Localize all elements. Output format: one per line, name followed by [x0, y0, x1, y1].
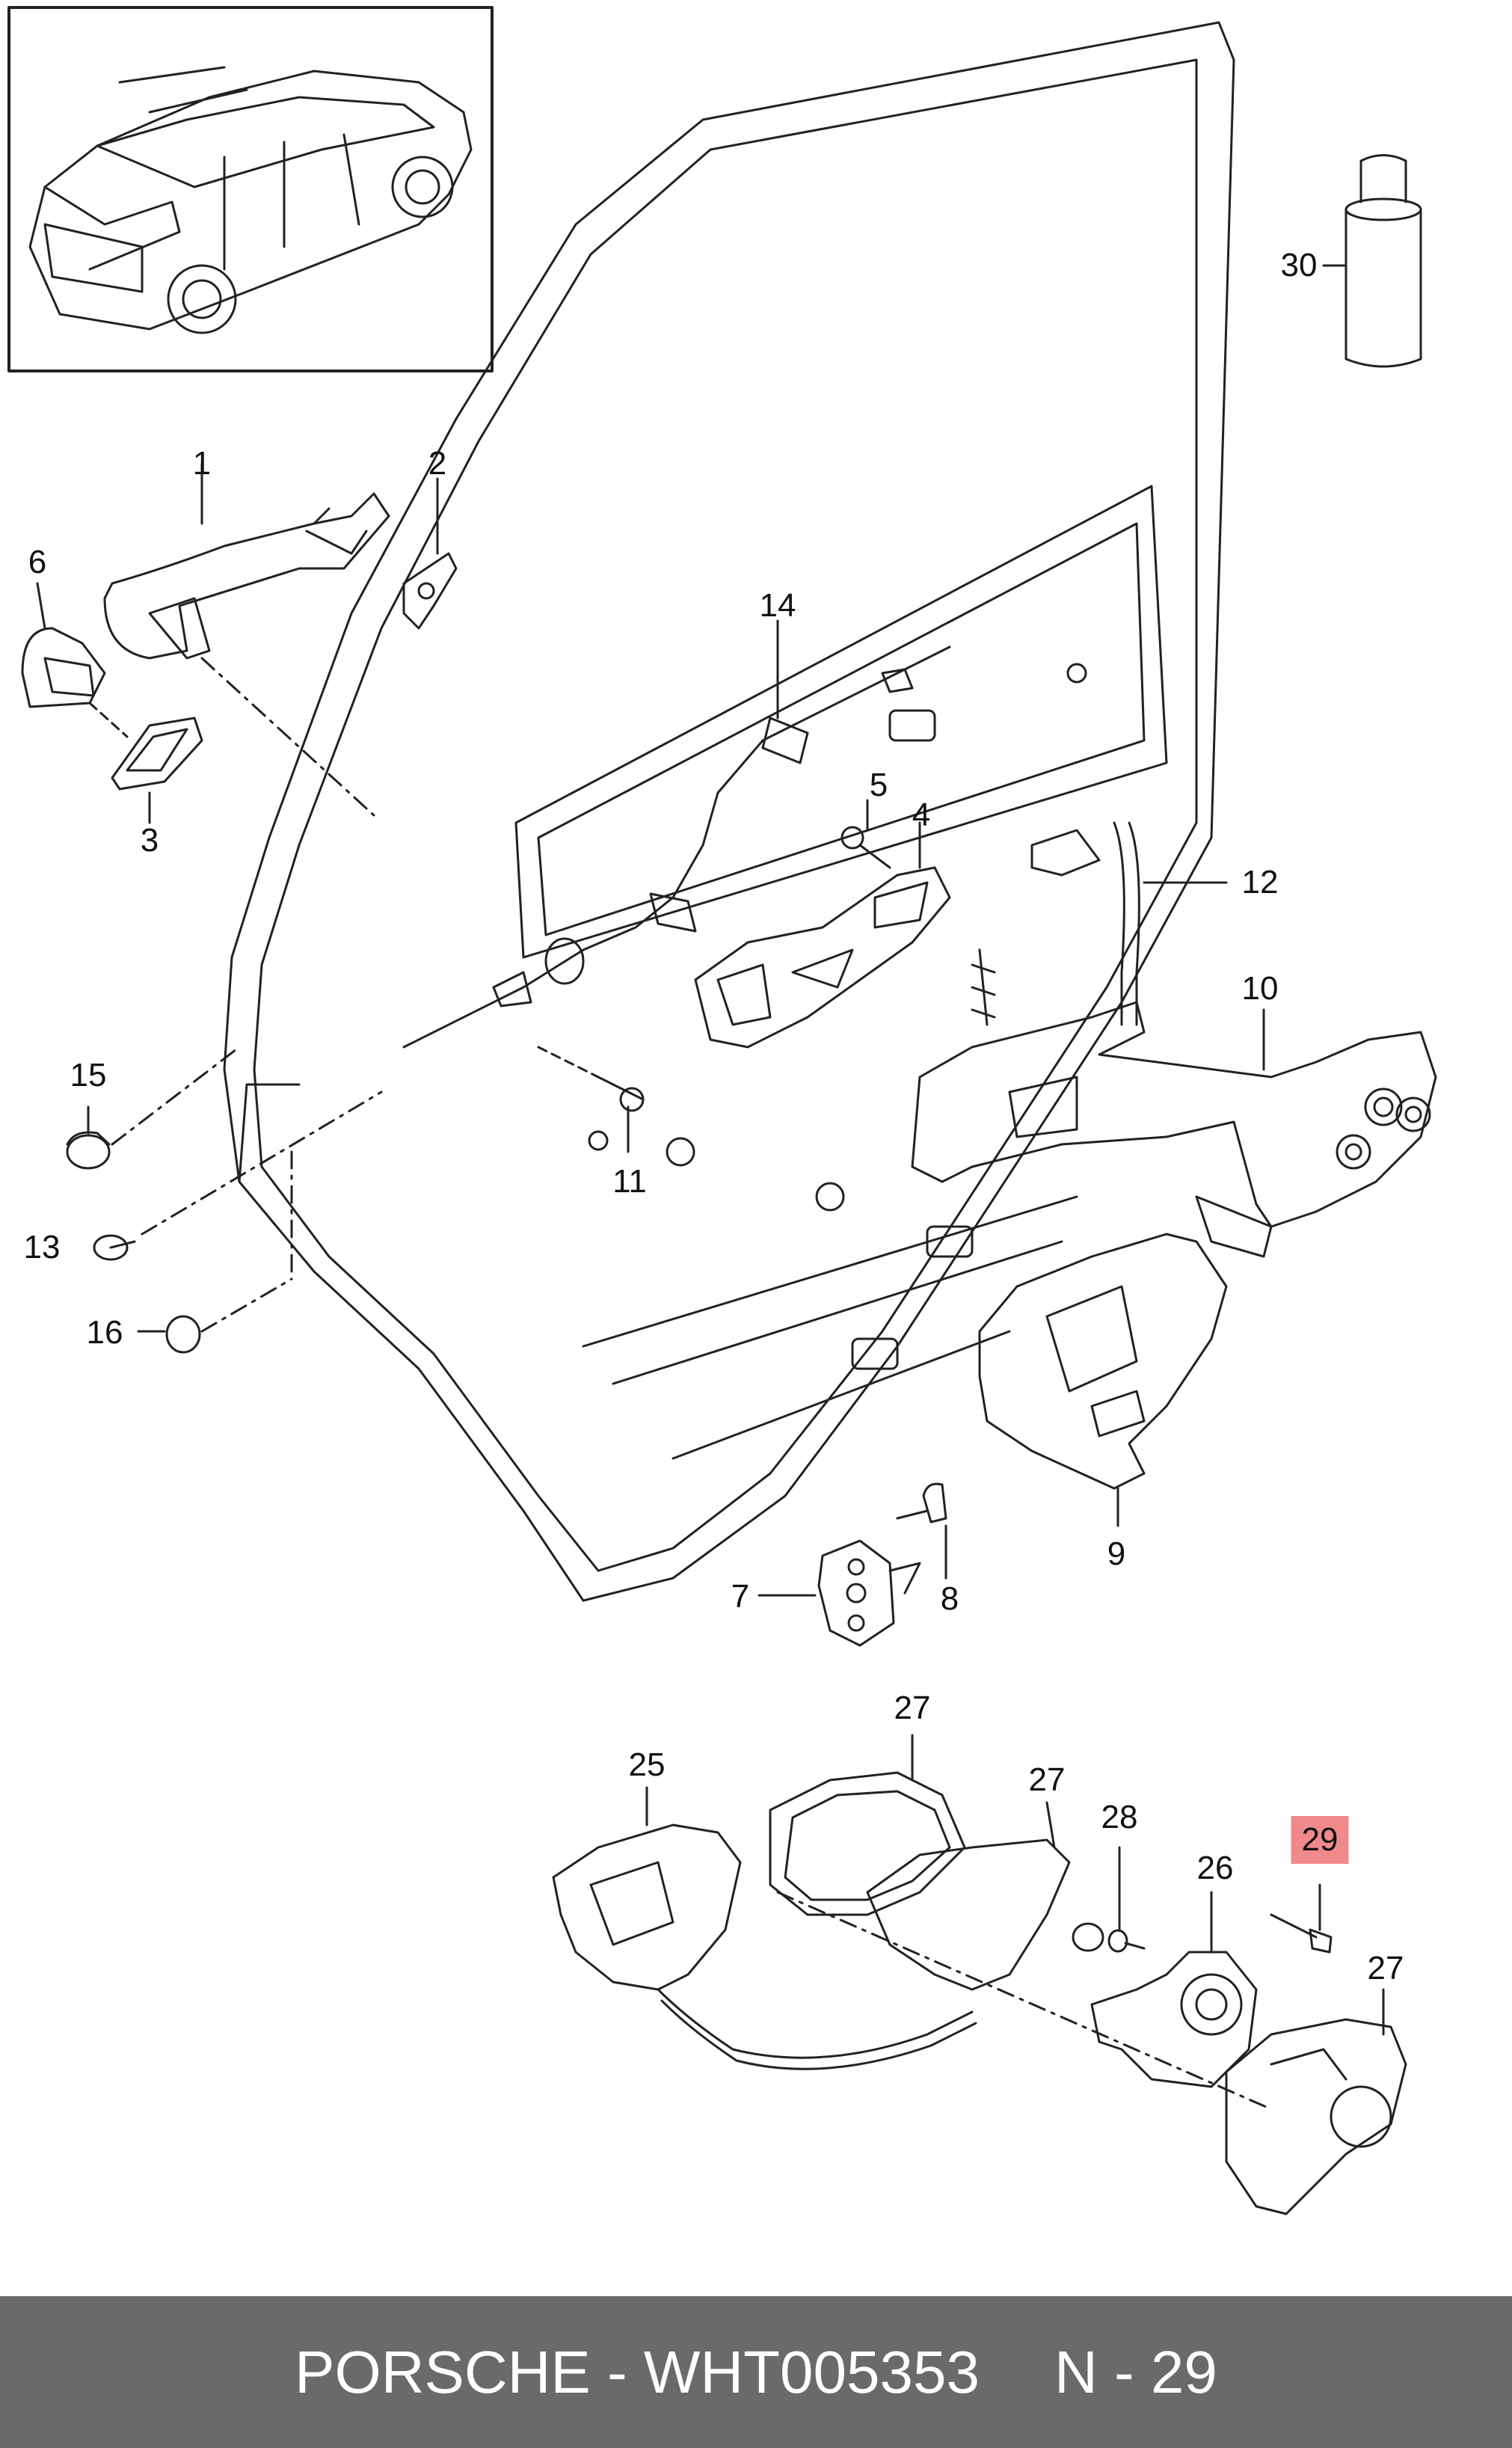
- part-27c-cover: [1225, 1988, 1407, 2215]
- label-part-27c: 27: [1367, 1950, 1404, 1987]
- part-10-carrier: [911, 1001, 1437, 1258]
- part-5-screw: [840, 799, 891, 869]
- label-part-2: 2: [428, 445, 447, 482]
- part-1-handle: [103, 462, 390, 660]
- part-3-cover: [111, 717, 203, 824]
- part-8-screw: [896, 1482, 947, 1580]
- part-13-clip: [93, 1090, 383, 1261]
- part-2-bracket: [402, 477, 458, 630]
- door-frame: [223, 21, 1235, 1602]
- label-part-15: 15: [70, 1057, 107, 1093]
- vehicle-inset: [7, 6, 494, 372]
- label-part-8: 8: [940, 1580, 959, 1617]
- footer-bar: PORSCHE - WHT005353 N - 29: [0, 2296, 1512, 2448]
- label-part-4: 4: [912, 797, 931, 833]
- label-part-1: 1: [192, 445, 212, 482]
- part-4-carrier: [694, 821, 951, 1049]
- label-part-6: 6: [28, 544, 47, 580]
- part-25-lock: [552, 1786, 977, 2070]
- part-info-text: PORSCHE - WHT005353: [295, 2338, 980, 2405]
- part-9-lock: [978, 1233, 1228, 1527]
- label-part-13: 13: [23, 1229, 61, 1266]
- part-16-plug: [137, 1150, 293, 1354]
- part-11-screw: [537, 1046, 645, 1153]
- part-14-cable: [402, 619, 951, 1049]
- part-28-screw: [1107, 1846, 1146, 1953]
- parts-diagram: [7, 6, 1437, 2215]
- part-30-can: [1322, 154, 1422, 368]
- label-part-7: 7: [731, 1578, 750, 1615]
- part-12-cable: [971, 821, 1228, 1026]
- label-part-9: 9: [1107, 1536, 1126, 1572]
- label-part-26: 26: [1196, 1850, 1234, 1886]
- label-part-5: 5: [869, 767, 888, 803]
- part-27b-gasket: [866, 1801, 1104, 1991]
- part-26-motor: [1090, 1891, 1258, 2088]
- part-15-plug: [66, 1046, 241, 1170]
- label-part-16: 16: [86, 1314, 123, 1351]
- label-part-14: 14: [759, 587, 796, 624]
- label-part-28: 28: [1101, 1799, 1138, 1835]
- label-part-3: 3: [140, 822, 159, 859]
- label-part-30: 30: [1280, 247, 1318, 283]
- part-27a-gasket: [769, 1734, 966, 1916]
- part-7-plate: [757, 1539, 921, 1647]
- label-part-27a: 27: [894, 1690, 931, 1726]
- label-part-29-highlighted[interactable]: 29: [1291, 1816, 1349, 1864]
- label-part-11: 11: [612, 1163, 647, 1200]
- part-29-pin: [1270, 1883, 1333, 1954]
- label-part-10: 10: [1241, 970, 1279, 1007]
- label-part-25: 25: [628, 1746, 666, 1783]
- label-part-27b: 27: [1028, 1761, 1066, 1798]
- label-part-12: 12: [1241, 864, 1279, 901]
- part-ref-text: N - 29: [1054, 2338, 1217, 2405]
- part-6-cap: [21, 582, 106, 708]
